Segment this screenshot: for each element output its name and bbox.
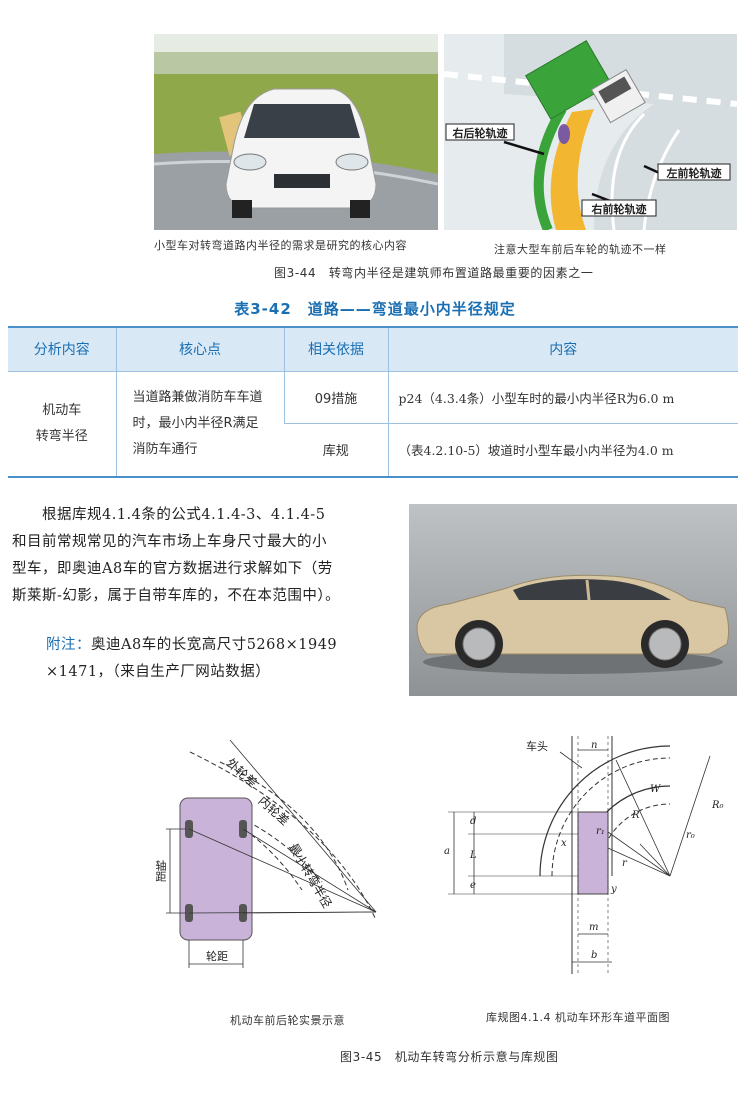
category-cell: 机动车 转弯半径 <box>8 371 116 478</box>
dim-label-y: y <box>611 884 617 895</box>
figure-45-caption: 图3-45 机动车转弯分析示意与库规图 <box>340 1050 559 1064</box>
turning-radius-table: 分析内容 核心点 相关依据 内容 机动车 转弯半径 当道路兼做消防车车道时，最小… <box>8 326 738 478</box>
dim-label-d: d <box>470 816 477 827</box>
header-analysis: 分析内容 <box>8 326 116 372</box>
dim-label-R: R <box>632 810 640 821</box>
truck-caption: 注意大型车前后车轮的轨迹不一样 <box>494 243 667 256</box>
header-content: 内容 <box>387 326 738 372</box>
figure-44-caption: 图3-44 转弯内半径是建筑师布置道路最重要的因素之一 <box>274 266 594 280</box>
wheel-track-diagram <box>166 740 377 968</box>
dim-label-r1: r₁ <box>596 826 605 837</box>
paragraph-line: 斯莱斯-幻影，属于自带车库的，不在本范围中）。 <box>12 588 341 604</box>
note-text: ×1471，（来自生产厂网站数据） <box>46 664 271 680</box>
basis-cell: 09措施 <box>283 371 388 424</box>
category-text: 机动车 转弯半径 <box>35 402 88 444</box>
dim-label-m: m <box>589 922 599 933</box>
note-paragraph: 附注：奥迪A8车的长宽高尺寸5268×1949 ×1471，（来自生产厂网站数据… <box>12 632 402 686</box>
dim-label-R0: R₀ <box>712 800 724 811</box>
dim-label-r0: r₀ <box>686 830 695 841</box>
body-paragraph: 根据库规4.1.4条的公式4.1.4-3、4.1.4-5 和目前常规常见的汽车市… <box>12 502 402 610</box>
content-cell: p24（4.3.4条）小型车时的最小内半径R为6.0 m <box>387 371 738 424</box>
paragraph-line: 根据库规4.1.4条的公式4.1.4-3、4.1.4-5 <box>42 507 326 523</box>
table-row: 库规 （表4.2.10-5）坡道时小型车最小内半径为4.0 m <box>8 423 738 478</box>
dim-label-x: x <box>561 838 567 849</box>
core-point-text: 当道路兼做消防车车道时，最小内半径R满足消防车通行 <box>132 389 263 457</box>
right-diagram-caption: 库规图4.1.4 机动车环形车道平面图 <box>486 1011 670 1024</box>
car-head-label: 车头 <box>526 740 548 753</box>
audi-a8-photo <box>409 504 737 696</box>
dim-label-b: b <box>591 950 598 961</box>
front-left-track-label: 左前轮轨迹 <box>666 167 722 180</box>
track-width-label: 轮距 <box>206 950 228 963</box>
content-cell: （表4.2.10-5）坡道时小型车最小内半径为4.0 m <box>387 423 738 478</box>
header-basis: 相关依据 <box>283 326 388 372</box>
dim-label-r: r <box>622 858 627 869</box>
header-core: 核心点 <box>115 326 284 372</box>
wheelbase-label: 轴距 <box>154 860 167 882</box>
truck-track-diagram: 右后轮轨迹 左前轮轨迹 右前轮轨迹 <box>444 34 737 230</box>
dim-label-n: n <box>591 740 598 751</box>
small-car-photo <box>154 34 438 230</box>
small-car-caption: 小型车对转弯道路内半径的需求是研究的核心内容 <box>154 239 407 252</box>
dim-label-L: L <box>470 850 477 861</box>
note-label: 附注： <box>46 637 91 653</box>
paragraph-line: 型车，即奥迪A8车的官方数据进行求解如下（劳 <box>12 561 333 577</box>
dim-label-W: W <box>650 784 661 795</box>
ring-ramp-plan <box>448 736 711 974</box>
front-right-track-label: 右前轮轨迹 <box>591 203 647 216</box>
basis-cell: 库规 <box>284 423 388 478</box>
table-header-row: 分析内容 核心点 相关依据 内容 <box>8 326 738 372</box>
dim-label-e: e <box>470 880 476 891</box>
core-point-cell: 当道路兼做消防车车道时，最小内半径R满足消防车通行 <box>115 371 284 478</box>
table-row: 机动车 转弯半径 当道路兼做消防车车道时，最小内半径R满足消防车通行 09措施 … <box>8 371 738 478</box>
note-text: 奥迪A8车的长宽高尺寸5268×1949 <box>91 637 338 653</box>
left-diagram-caption: 机动车前后轮实景示意 <box>230 1014 345 1027</box>
dim-label-a: a <box>444 846 450 857</box>
paragraph-line: 和目前常规常见的汽车市场上车身尺寸最大的小 <box>12 534 327 550</box>
table-title: 表3-42 道路——弯道最小内半径规定 <box>234 300 516 318</box>
rear-right-track-label: 右后轮轨迹 <box>452 127 508 140</box>
